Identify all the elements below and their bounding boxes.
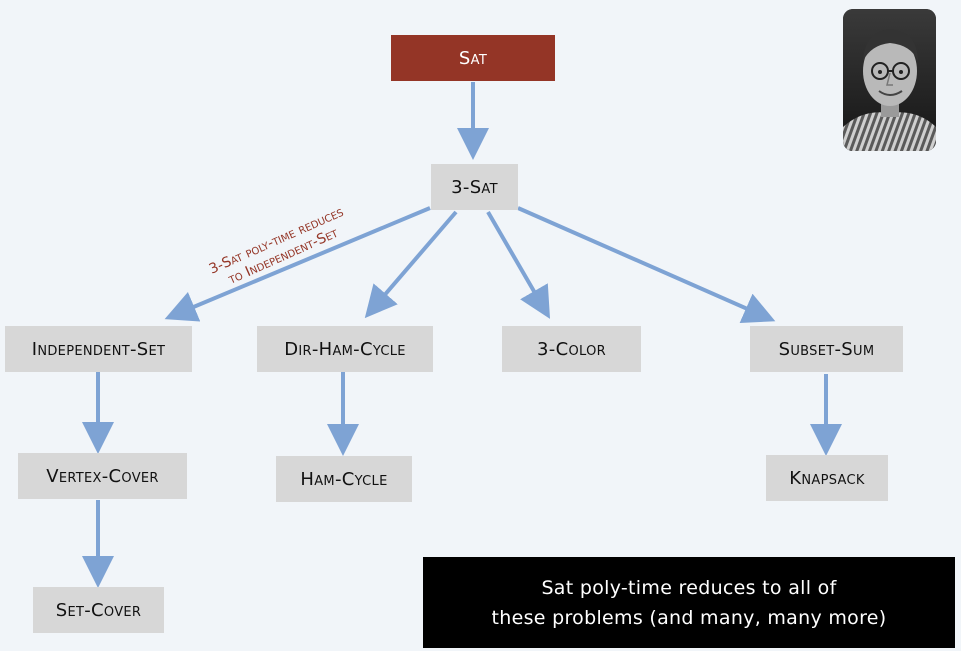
node-knapsack: Knapsack bbox=[766, 455, 888, 501]
node-subset-sum: Subset-Sum bbox=[750, 326, 903, 372]
node-vertex-cover: Vertex-Cover bbox=[18, 453, 187, 499]
node-independent-set: Independent-Set bbox=[5, 326, 192, 372]
node-set-cover: Set-Cover bbox=[33, 587, 164, 633]
portrait-photo bbox=[843, 9, 936, 151]
caption-line-1: Sat poly-time reduces to all of bbox=[541, 576, 837, 599]
node-dir-ham-cycle: Dir-Ham-Cycle bbox=[257, 326, 433, 372]
arrow-3sat-to-3color bbox=[486, 210, 551, 319]
node-3sat: 3-Sat bbox=[431, 164, 518, 210]
node-sat: Sat bbox=[391, 35, 555, 81]
caption-box: Sat poly-time reduces to all of these pr… bbox=[423, 557, 955, 648]
arrow-3sat-to-subset-sum bbox=[517, 206, 776, 323]
caption-line-2: these problems (and many, many more) bbox=[491, 606, 887, 629]
arrow-3sat-to-dir-ham-cycle bbox=[364, 210, 458, 319]
arrow-3sat-to-independent-set bbox=[164, 206, 431, 322]
node-3color: 3-Color bbox=[502, 326, 641, 372]
portrait-image bbox=[843, 9, 936, 151]
node-ham-cycle: Ham-Cycle bbox=[276, 456, 412, 502]
